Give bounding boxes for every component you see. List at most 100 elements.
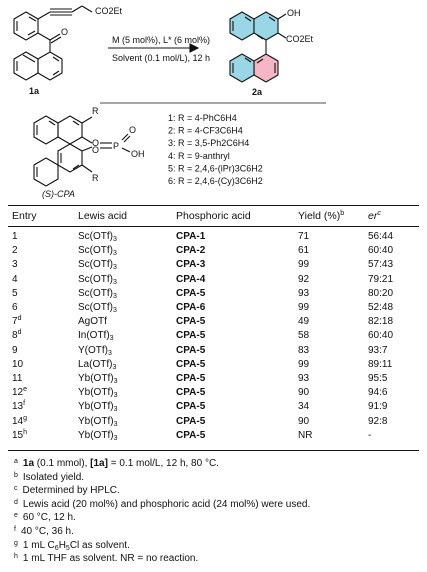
cell-er: 79:21: [368, 273, 394, 285]
cell-phosphoric-acid: CPA-1: [176, 231, 206, 242]
reactant-benzene-ring: [13, 11, 39, 41]
cell-phosphoric-acid: CPA-5: [176, 429, 206, 441]
cell-lewis-acid: Yb(OTf)3: [78, 387, 118, 400]
table-row: 12e Yb(OTf)3 CPA-5 90 94:6: [8, 386, 419, 400]
conditions-top: M (5 mol%), L* (6 mol%): [112, 35, 210, 45]
cell-lewis-acid: Yb(OTf)3: [78, 401, 118, 414]
cell-lewis-acid: Y(OTf)3: [78, 344, 112, 357]
cell-phosphoric-acid: CPA-5: [176, 387, 206, 399]
r-group-item: 4: R = 9-anthryl: [168, 151, 230, 161]
cell-lewis-acid: Sc(OTf)3: [78, 273, 117, 286]
cell-entry: 8d: [12, 329, 22, 342]
cell-er: 89:11: [368, 358, 393, 370]
cell-er: -: [368, 429, 372, 441]
cell-entry: 9: [12, 344, 18, 356]
cell-phosphoric-acid: CPA-5: [176, 358, 206, 370]
cell-entry: 10: [12, 358, 24, 370]
catalyst-structure: [33, 115, 131, 187]
r-group-item: 2: R = 4-CF3C6H4: [168, 126, 243, 136]
reaction-scheme: CO2Et O 1a M (5 mol%), L* (6 mol%) Solve…: [13, 5, 326, 199]
reactant-ketone-o: O: [61, 27, 68, 37]
cell-lewis-acid: Yb(OTf)3: [78, 373, 118, 385]
cell-er: 52:48: [368, 302, 394, 313]
cell-yield: 49: [298, 316, 310, 328]
header-entry: Entry: [12, 210, 37, 222]
cell-er: 60:40: [368, 330, 394, 342]
cell-lewis-acid: AgOTf: [78, 316, 107, 328]
product-naphthyl-ring-a: [253, 53, 279, 83]
catalyst-r-bottom: R: [92, 173, 99, 183]
header-yield: Yield (%)b: [298, 210, 345, 222]
cell-phosphoric-acid: CPA-2: [176, 245, 206, 257]
cell-lewis-acid: Sc(OTf)3: [78, 231, 117, 243]
cell-yield: 71: [298, 231, 310, 242]
cell-er: 56:44: [368, 231, 394, 242]
product-naphthol-ring-a: [229, 11, 255, 41]
catalyst-oh: OH: [131, 149, 145, 159]
cell-lewis-acid: Yb(OTf)3: [78, 415, 118, 428]
product-naphthyl-ring-b: [229, 53, 255, 83]
catalyst-o2: O: [92, 145, 99, 155]
cell-er: 92:8: [368, 415, 388, 427]
cell-er: 60:40: [368, 245, 394, 257]
cell-lewis-acid: In(OTf)3: [78, 330, 114, 343]
cell-entry: 4: [12, 273, 18, 285]
cell-yield: 34: [298, 401, 310, 413]
cell-yield: 83: [298, 344, 310, 356]
cell-yield: 61: [298, 245, 310, 257]
cell-yield: 99: [298, 302, 310, 313]
cell-lewis-acid: Sc(OTf)3: [78, 287, 117, 300]
cell-er: 57:43: [368, 259, 394, 271]
cell-entry: 6: [12, 302, 18, 313]
cell-er: 95:5: [368, 373, 388, 384]
cell-lewis-acid: La(OTf)3: [78, 358, 117, 371]
catalyst-r-top: R: [92, 106, 99, 116]
table-row: 10 La(OTf)3 CPA-5 99 89:11: [8, 359, 419, 372]
reactant-label: 1a: [29, 86, 40, 96]
cell-er: 93:7: [368, 344, 388, 356]
cell-lewis-acid: Sc(OTf)3: [78, 245, 117, 258]
cell-er: 82:18: [368, 316, 394, 328]
cell-phosphoric-acid: CPA-5: [176, 316, 206, 328]
table-row: 1 Sc(OTf)3 CPA-1 71 56:44: [8, 231, 419, 244]
cell-er: 94:6: [368, 387, 388, 399]
product-ester-label: CO2Et: [286, 34, 314, 44]
table-row: 2 Sc(OTf)3 CPA-2 61 60:40: [8, 245, 419, 258]
cell-phosphoric-acid: CPA-5: [176, 287, 206, 299]
cell-yield: 99: [298, 358, 310, 370]
r-group-item: 5: R = 2,4,6-(iPr)3C6H2: [168, 163, 263, 173]
r-group-item: 3: R = 3,5-Ph2C6H4: [168, 138, 249, 148]
cell-phosphoric-acid: CPA-3: [176, 259, 206, 271]
cell-entry: 1: [12, 231, 18, 242]
table-row: 7d AgOTf CPA-5 49 82:18: [8, 315, 419, 329]
catalyst-p: P: [113, 141, 119, 151]
cell-entry: 2: [12, 245, 18, 257]
table-bottom-rule: [8, 450, 419, 451]
cell-entry: 12e: [12, 386, 28, 399]
header-phosphoric-acid: Phosphoric acid: [176, 210, 251, 222]
cell-entry: 7d: [12, 315, 22, 328]
header-lewis-acid: Lewis acid: [78, 210, 128, 222]
cell-phosphoric-acid: CPA-5: [176, 330, 206, 342]
cell-yield: 90: [298, 387, 310, 399]
cell-yield: 90: [298, 415, 310, 427]
cell-entry: 14g: [12, 414, 28, 427]
cell-yield: 92: [298, 273, 310, 285]
reactant-naphthyl-ring-b: [13, 51, 39, 81]
catalyst-o1: O: [92, 138, 99, 148]
cell-lewis-acid: Sc(OTf)3: [78, 259, 117, 272]
